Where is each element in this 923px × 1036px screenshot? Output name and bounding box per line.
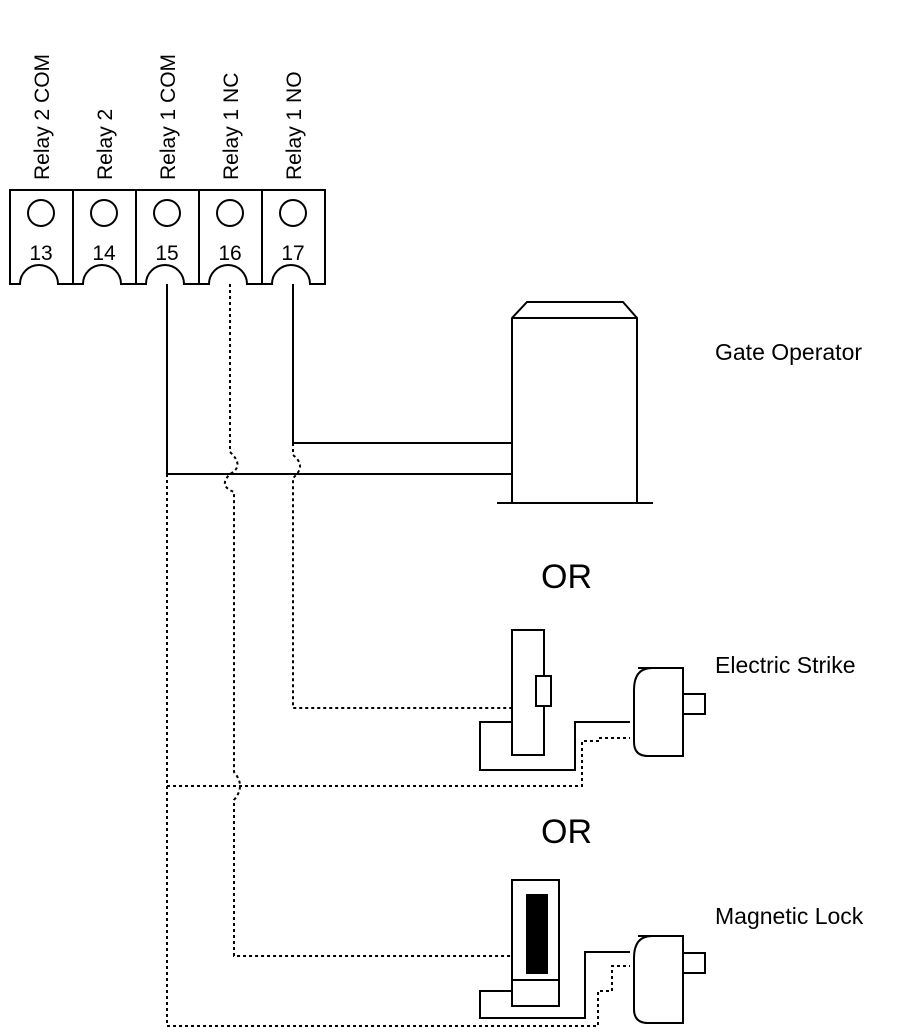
magnetic-lock-bracket	[479, 951, 630, 1019]
terminal-13: Relay 2 COM 13	[27, 54, 55, 265]
dashed-wires	[166, 284, 630, 1027]
no-dashed-wire	[292, 443, 512, 709]
gate-operator-body	[511, 301, 638, 503]
terminal-label-17: Relay 1 NO	[283, 71, 306, 180]
terminal-label-15: Relay 1 COM	[157, 54, 180, 180]
com-dashed-trunk	[166, 474, 630, 1027]
terminal-14: Relay 2 14	[90, 109, 118, 265]
terminal-16: Relay 1 NC 16	[216, 73, 244, 265]
magnetic-lock-body	[511, 879, 560, 1007]
terminal-number-17: 17	[281, 242, 304, 265]
gate-operator-wires	[166, 284, 512, 475]
terminal-screw-16	[216, 199, 244, 227]
magnetic-lock-connector	[633, 935, 684, 1024]
com-dashed-branch	[167, 737, 630, 787]
no-solid-wire	[292, 284, 512, 444]
terminal-number-15: 15	[155, 242, 178, 265]
electric-strike	[479, 629, 706, 771]
terminal-label-14: Relay 2	[94, 109, 117, 180]
magnetic-lock	[479, 879, 706, 1024]
nc-dashed-wire	[223, 284, 512, 957]
terminal-screw-15	[153, 199, 181, 227]
terminal-screw-17	[279, 199, 307, 227]
gate-operator	[497, 301, 653, 504]
electric-strike-keeper	[535, 675, 552, 707]
magnetic-lock-label: Magnetic Lock	[715, 903, 864, 929]
terminal-block	[9, 189, 326, 285]
or-separator-2: OR	[541, 813, 592, 851]
terminal-screw-14	[90, 199, 118, 227]
com-solid-wire	[166, 284, 512, 475]
terminal-label-16: Relay 1 NC	[220, 73, 243, 180]
terminal-number-14: 14	[92, 242, 116, 265]
terminal-label-13: Relay 2 COM	[31, 54, 54, 180]
or-separator-1: OR	[541, 558, 592, 596]
electric-strike-bracket	[479, 721, 630, 771]
terminal-number-13: 13	[29, 242, 52, 265]
terminal-15: Relay 1 COM 15	[153, 54, 181, 265]
terminal-17: Relay 1 NO 17	[279, 71, 307, 265]
magnetic-lock-armature	[526, 894, 548, 974]
gate-operator-label: Gate Operator	[715, 339, 862, 365]
electric-strike-connector	[633, 667, 684, 757]
terminal-screw-13	[27, 199, 55, 227]
terminal-number-16: 16	[218, 242, 241, 265]
electric-strike-label: Electric Strike	[715, 652, 856, 678]
